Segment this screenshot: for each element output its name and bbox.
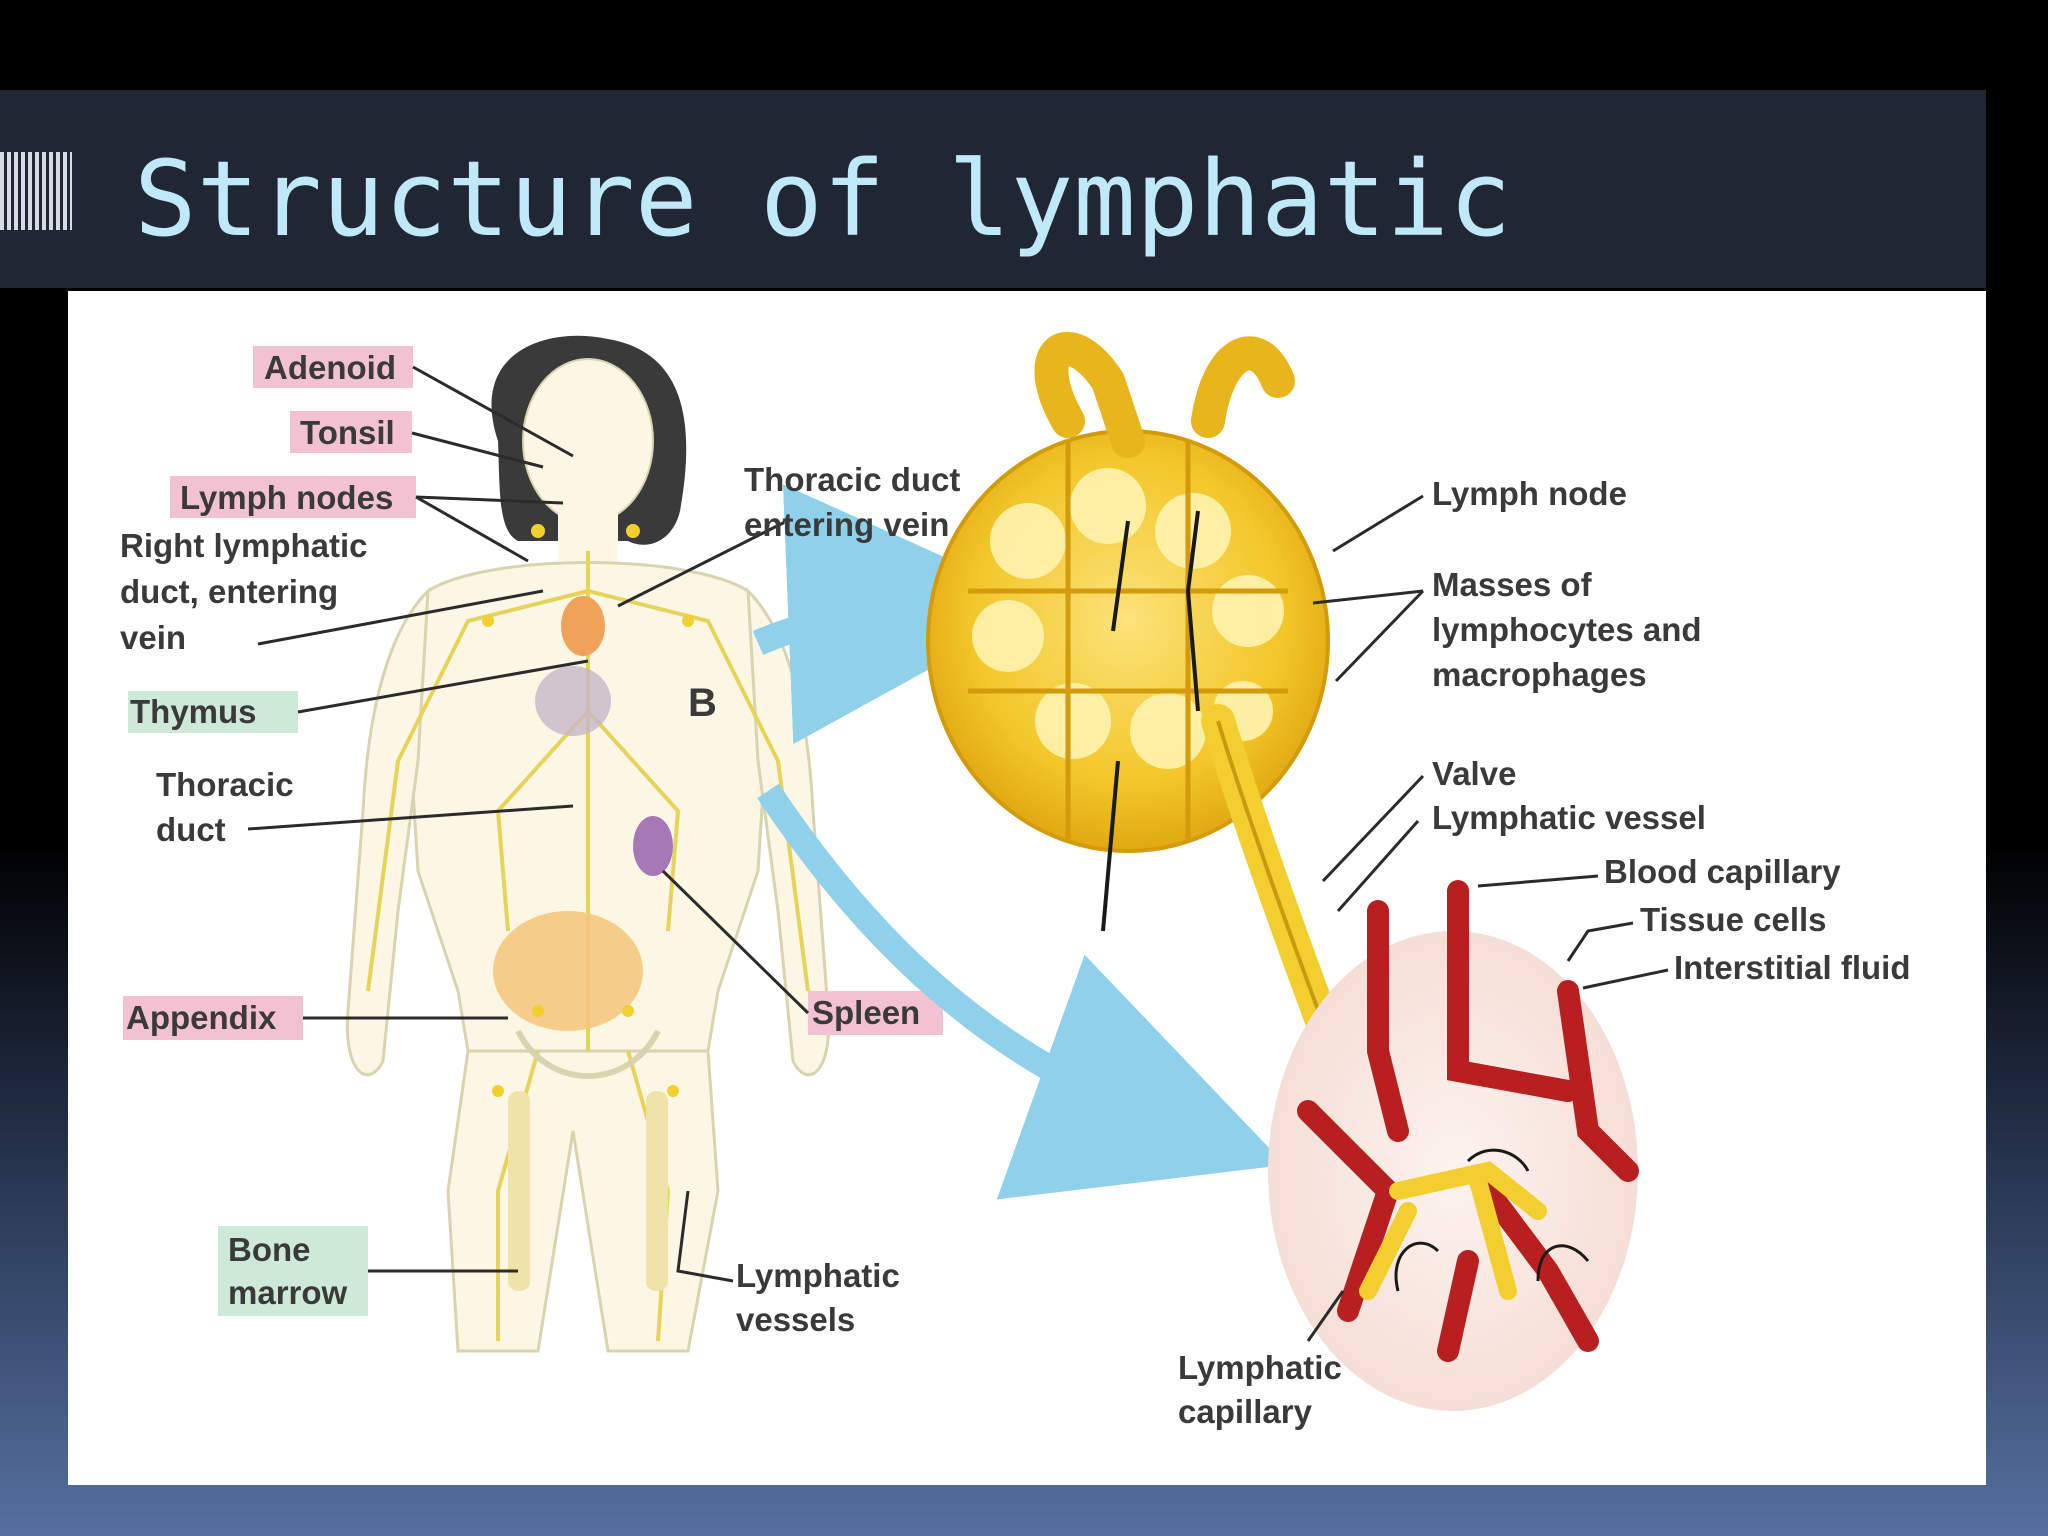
label-right-duct-line2: duct, entering — [120, 573, 338, 610]
labels-middle: Thoracic duct entering vein Spleen Lymph… — [736, 461, 960, 1338]
leader-lines-right — [1306, 494, 1669, 1342]
label-right-duct-line3: vein — [120, 619, 186, 656]
label-spleen: Spleen — [812, 994, 920, 1031]
label-thoracic-duct-line2: duct — [156, 811, 226, 848]
label-right-duct-line1: Right lymphatic — [120, 527, 368, 564]
title-bar: Structure of lymphatic — [0, 90, 1986, 288]
label-valve: Valve — [1432, 755, 1516, 792]
legs — [446, 1049, 720, 1353]
blood-capillaries — [1297, 880, 1639, 1362]
spleen-highlight — [808, 991, 943, 1035]
label-highlights — [123, 346, 943, 1316]
spleen-organ — [633, 816, 673, 876]
lymph-nodes-highlight — [170, 476, 416, 518]
label-masses-line2: lymphocytes and — [1432, 611, 1702, 648]
lymphatic-system-figure: B — [68, 291, 1986, 1485]
label-bone-marrow-line1: Bone — [228, 1231, 311, 1268]
label-lymphatic-vessels-line2: vessels — [736, 1301, 855, 1338]
head — [522, 358, 654, 524]
thymus-highlight — [128, 691, 298, 733]
diagram-svg: B — [120, 332, 1911, 1430]
label-thymus: Thymus — [130, 693, 257, 730]
title-accent-bars — [0, 152, 72, 230]
leader-lines-left — [247, 365, 810, 1283]
appendix-highlight — [123, 996, 303, 1040]
label-thoracic-duct-line1: Thoracic — [156, 766, 294, 803]
body-lymph-node-dots — [482, 524, 694, 1097]
label-bone-marrow-line2: marrow — [228, 1274, 348, 1311]
adenoid-highlight — [253, 346, 413, 388]
label-adenoid: Adenoid — [264, 349, 396, 386]
intestines — [493, 911, 643, 1031]
label-thoracic-entering-line2: entering vein — [744, 506, 949, 543]
lymphatic-capillaries — [1359, 1161, 1547, 1300]
svg-text:B: B — [688, 681, 717, 725]
label-masses-line1: Masses of — [1432, 566, 1593, 603]
label-lymphatic-capillary-line1: Lymphatic — [1178, 1349, 1342, 1386]
labels-right: Lymph node Masses of lymphocytes and mac… — [1178, 475, 1911, 1430]
label-lymphatic-vessel: Lymphatic vessel — [1432, 799, 1706, 836]
label-lymph-node: Lymph node — [1432, 475, 1627, 512]
label-blood-capillary: Blood capillary — [1604, 853, 1841, 890]
labels-left: Adenoid Tonsil Lymph nodes Right lymphat… — [120, 349, 396, 1311]
zoom-arrows — [752, 484, 1286, 1200]
label-interstitial-fluid: Interstitial fluid — [1674, 949, 1911, 986]
label-tonsil: Tonsil — [300, 414, 395, 451]
heart — [561, 596, 605, 656]
bone-marrow-highlight — [218, 1226, 368, 1316]
label-masses-line3: macrophages — [1432, 656, 1647, 693]
tonsil-highlight — [290, 411, 412, 453]
label-tissue-cells: Tissue cells — [1640, 901, 1827, 938]
tissue-capillary-bed — [1268, 880, 1639, 1411]
label-lymphatic-capillary-line2: capillary — [1178, 1393, 1313, 1430]
label-lymphatic-vessels-line1: Lymphatic — [736, 1257, 900, 1294]
lungs — [535, 666, 611, 736]
label-appendix: Appendix — [126, 999, 277, 1036]
label-thoracic-entering-line1: Thoracic duct — [744, 461, 960, 498]
label-lymph-nodes: Lymph nodes — [180, 479, 393, 516]
slide-title: Structure of lymphatic — [134, 138, 1512, 260]
